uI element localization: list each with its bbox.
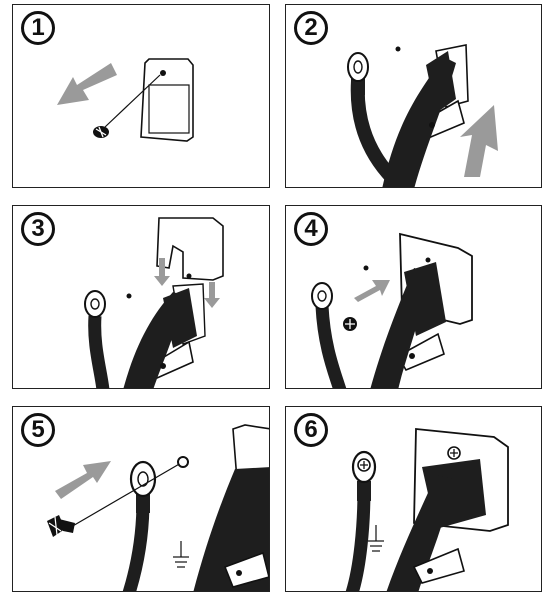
connector-body (193, 467, 270, 592)
ground-symbol (368, 525, 384, 551)
step-panel-1: 1 (12, 4, 270, 188)
step-number-badge: 1 (21, 11, 55, 45)
ground-cable (312, 283, 340, 389)
connector-body (382, 45, 468, 188)
ground-symbol (173, 541, 189, 567)
step-number-badge: 3 (21, 212, 55, 246)
direction-arrow (57, 63, 117, 105)
mounting-hole (364, 266, 369, 271)
step-panel-5: 5 (12, 406, 270, 592)
connector-body (123, 284, 205, 389)
direction-arrow (460, 105, 498, 177)
ground-cable (352, 452, 375, 592)
down-arrow (204, 282, 220, 308)
step-number-badge: 5 (21, 413, 55, 447)
cover-plate (157, 218, 223, 280)
step-number-badge: 2 (294, 11, 328, 45)
ground-cable (85, 291, 105, 389)
ground-cable (129, 462, 155, 592)
step-panel-6: 6 (285, 406, 542, 592)
step-panel-3: 3 (12, 205, 270, 389)
mounting-hole (127, 294, 132, 299)
step-number-badge: 4 (294, 212, 328, 246)
screw-icon (343, 317, 357, 331)
step-panel-2: 2 (285, 4, 542, 188)
direction-arrow (55, 461, 111, 499)
step-panel-4: 4 (285, 205, 542, 389)
mounting-hole (396, 47, 401, 52)
direction-arrow (354, 280, 390, 302)
bracket-plate (141, 59, 193, 141)
screw-icon (47, 457, 188, 537)
step-number-badge: 6 (294, 413, 328, 447)
